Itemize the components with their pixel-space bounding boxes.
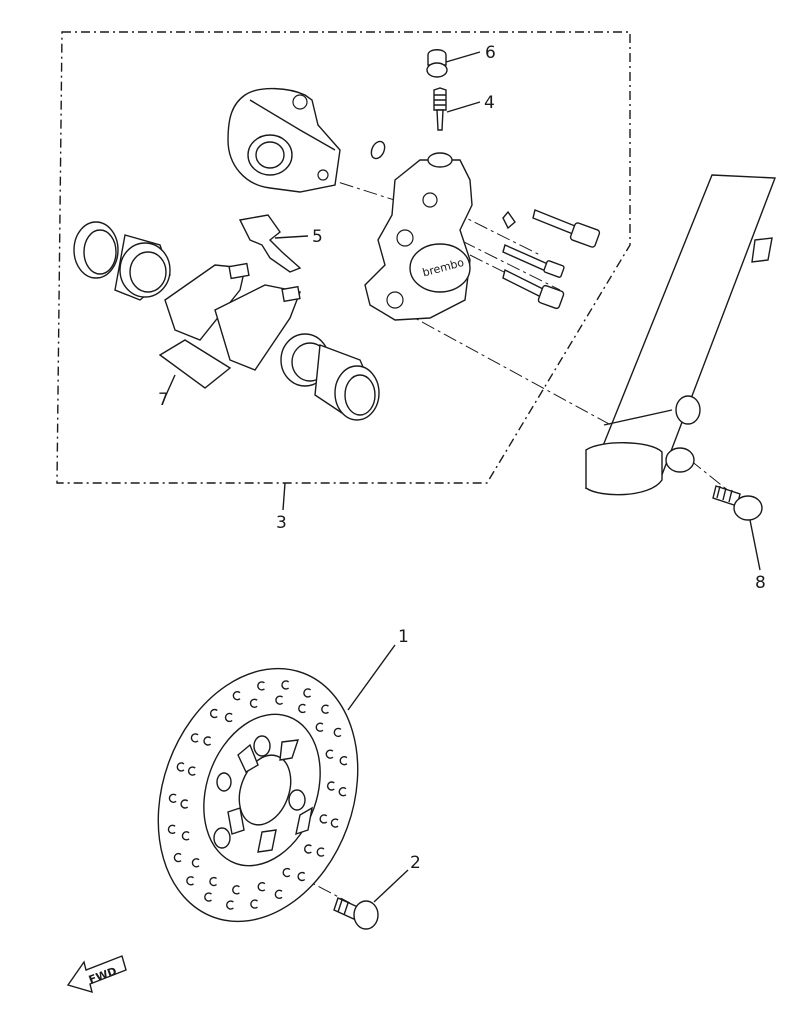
callout-3: 3 (276, 513, 287, 533)
callout-4: 4 (484, 93, 495, 113)
disc-vent-hole (167, 824, 176, 835)
disc-vent-hole (180, 799, 189, 809)
disc-vent-hole (297, 871, 306, 882)
disc-vent-hole (281, 680, 290, 690)
leader-lines (165, 51, 761, 903)
disc-vent-hole (275, 695, 284, 705)
piston-pair-right (280, 333, 380, 421)
disc-vent-hole (203, 736, 212, 746)
caliper-bolt (712, 485, 763, 521)
disc-vent-hole (226, 900, 234, 910)
disc-vent-hole (190, 733, 199, 743)
disc-vent-hole (249, 698, 258, 708)
piston-pair-left (73, 221, 171, 301)
callout-7: 7 (158, 390, 169, 410)
brake-disc (157, 667, 359, 923)
callout-1: 1 (398, 627, 409, 647)
callout-6: 6 (485, 43, 496, 63)
callout-2: 2 (410, 853, 421, 873)
disc-vent-hole (204, 892, 212, 902)
disc-vent-hole (181, 831, 190, 841)
disc-vent-hole (282, 867, 291, 878)
disc-vent-hole (257, 681, 265, 691)
o-ring (370, 140, 386, 160)
disc-vent-hole (191, 858, 200, 868)
pad-support (238, 214, 302, 273)
disc-vent-hole (257, 882, 266, 892)
disc-vent-hole (325, 749, 334, 759)
disc-vent-hole (298, 703, 306, 714)
disc-vent-hole (232, 885, 240, 895)
disc-bolt (333, 897, 379, 930)
disc-vent-hole (173, 852, 182, 863)
disc-vent-hole (209, 708, 218, 719)
disc-vent-hole (186, 876, 194, 886)
disc-vent-hole (168, 793, 177, 803)
forward-arrow: FWD (66, 955, 127, 994)
disc-vent-hole (333, 727, 342, 738)
disc-vent-hole (274, 889, 283, 900)
disc-vent-hole (319, 814, 328, 824)
disc-vent-hole (250, 899, 259, 909)
brake-pads (158, 262, 301, 389)
disc-vent-hole (232, 690, 241, 701)
bleed-screw (433, 87, 447, 131)
disc-vent-hole (315, 722, 324, 732)
disc-vent-hole (339, 755, 348, 766)
fork-leg (584, 174, 776, 496)
caliper-assembly-boundary (56, 31, 631, 484)
disc-vent-hole (330, 818, 339, 828)
disc-vent-hole (304, 844, 312, 854)
disc-vent-hole (321, 704, 329, 714)
disc-vent-hole (316, 847, 325, 857)
callout-5: 5 (312, 227, 323, 247)
disc-vent-holes (167, 680, 348, 910)
caliper-housing-left (227, 87, 341, 193)
disc-vent-hole (176, 762, 185, 772)
disc-vent-hole (224, 712, 233, 723)
caliper-body: brembo (364, 152, 473, 321)
disc-vent-hole (303, 688, 312, 698)
disc-vent-hole (209, 876, 218, 887)
disc-vent-hole (326, 781, 335, 791)
disc-vent-hole (338, 787, 347, 797)
bleed-cap (426, 49, 448, 78)
disc-vent-hole (187, 766, 196, 776)
callout-8: 8 (755, 573, 766, 593)
caliper-pins (502, 209, 601, 310)
